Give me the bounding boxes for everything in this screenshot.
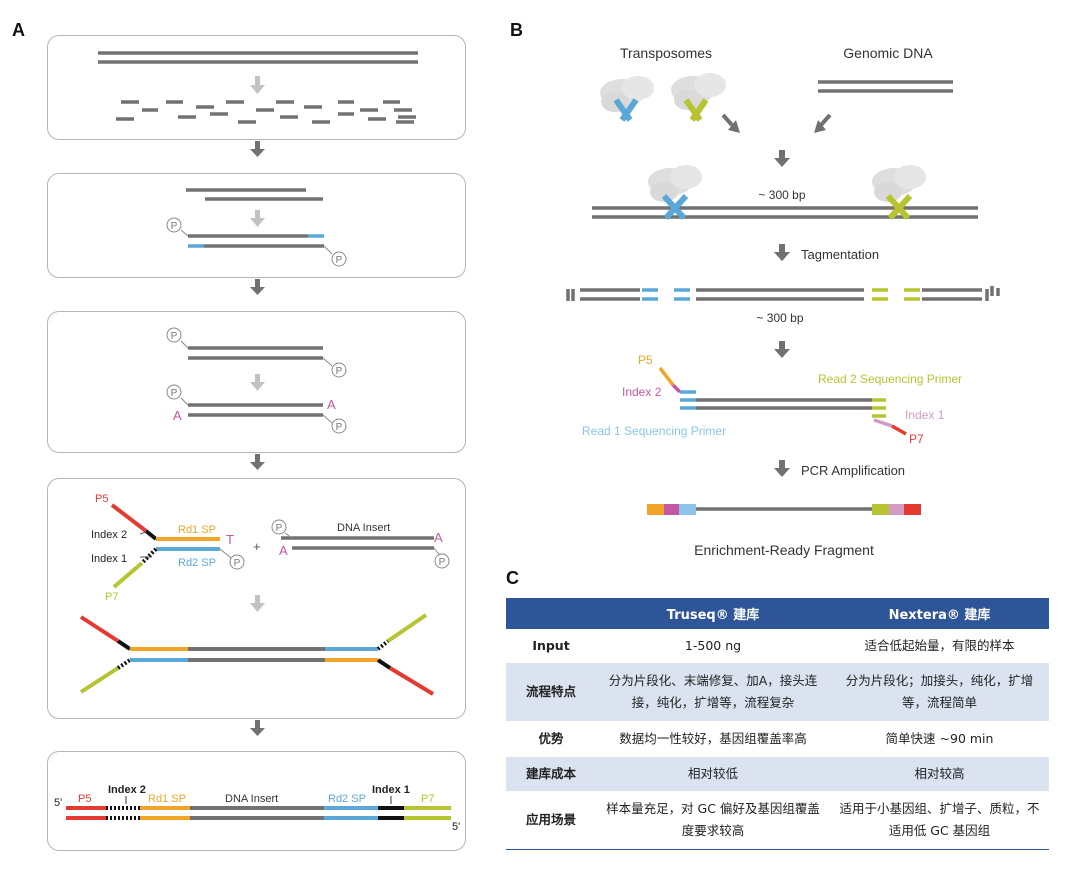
end-repair-diagram: P P — [166, 188, 347, 267]
phosphate-symbol: P — [171, 388, 178, 399]
down-arrow-icon — [774, 460, 790, 477]
row-label: 建库成本 — [506, 757, 596, 791]
a-tail-left: A — [173, 408, 182, 423]
final-p7-label: P7 — [421, 793, 434, 805]
final-p5-label: P5 — [78, 793, 91, 805]
phosphate-symbol: P — [336, 366, 343, 377]
tagmentation-label: Tagmentation — [801, 247, 879, 262]
header-nextera: Nextera® 建库 — [830, 598, 1049, 629]
table-row: 建库成本 相对较低 相对较高 — [506, 757, 1049, 791]
step-adapter-ligation-box: P P5 Index 2 Rd1 SP T Index 1 Rd2 SP P7 … — [47, 478, 466, 719]
step-arrow-2-icon — [250, 279, 266, 301]
b-p7-label: P7 — [909, 432, 924, 446]
comparison-table: Truseq® 建库 Nextera® 建库 Input 1-500 ng 适合… — [506, 598, 1049, 850]
pcr-label: PCR Amplification — [801, 463, 905, 478]
down-arrow-icon — [774, 150, 790, 167]
table-header-row: Truseq® 建库 Nextera® 建库 — [506, 598, 1049, 629]
truseq-cell: 分为片段化、末端修复、加A，接头连接，纯化，扩增等，流程复杂 — [596, 663, 830, 721]
insert-label: DNA Insert — [337, 522, 390, 534]
step-end-repair-box: P P — [47, 173, 466, 278]
header-truseq: Truseq® 建库 — [596, 598, 830, 629]
row-label: Input — [532, 638, 570, 653]
fragmentation-diagram — [98, 51, 418, 124]
transposomes-label: Transposomes — [620, 45, 712, 61]
nextera-cell: 适合低起始量，有限的样本 — [864, 638, 1015, 653]
table-row: 优势 数据均一性较好，基因组覆盖率高 简单快速 ~90 min — [506, 721, 1049, 757]
read1-primer-label: Read 1 Sequencing Primer — [582, 424, 726, 438]
nextera-cell: 相对较高 — [830, 757, 1049, 791]
nextera-cell: 分为片段化；加接头，纯化，扩增等，流程简单 — [830, 663, 1049, 721]
read2-primer-label: Read 2 Sequencing Primer — [818, 372, 962, 386]
phosphate-symbol: P — [336, 255, 343, 266]
nextera-cell: 简单快速 ~90 min — [885, 731, 994, 746]
truseq-cell: 样本量充足，对 GC 偏好及基因组覆盖度要求较高 — [596, 791, 830, 850]
adapter-rd2sp-label: Rd2 SP — [178, 557, 216, 569]
diagonal-arrow-icon — [814, 113, 832, 133]
light-down-arrow-icon — [250, 76, 265, 94]
fragment-label: Enrichment-Ready Fragment — [694, 542, 874, 558]
phosphate-symbol: P — [336, 422, 343, 433]
row-label: 流程特点 — [506, 663, 596, 721]
five-prime-left: 5' — [54, 797, 62, 809]
panel-label-a: A — [12, 20, 25, 40]
truseq-cell: 相对较低 — [596, 757, 830, 791]
nextera-cell: 适用于小基因组、扩增子、质粒，不适用低 GC 基因组 — [830, 791, 1049, 850]
final-rd1sp-label: Rd1 SP — [148, 793, 186, 805]
phosphate-symbol: P — [171, 331, 178, 342]
adapter-ligation-diagram: P P5 Index 2 Rd1 SP T Index 1 Rd2 SP P7 … — [79, 493, 450, 696]
adapter-index1-label: Index 1 — [91, 553, 127, 565]
row-label: 优势 — [538, 731, 564, 746]
step-final-library-box: 5' P5 Index 2 Rd1 SP DNA Insert Rd2 SP I… — [47, 751, 466, 851]
size-label-1: ~ 300 bp — [758, 188, 805, 202]
phosphate-symbol: P — [276, 523, 283, 534]
transposome-blue-icon — [600, 76, 654, 122]
down-arrow-icon — [774, 341, 790, 358]
step-arrow-1-icon — [250, 141, 266, 163]
adapter-p7-label: P7 — [105, 591, 118, 603]
transposome-lime-icon — [671, 73, 726, 122]
adapter-rd1sp-label: Rd1 SP — [178, 524, 216, 536]
table-row: Input 1-500 ng 适合低起始量，有限的样本 — [506, 629, 1049, 663]
insert-a-left: A — [279, 543, 288, 558]
a-tailing-diagram: P P P P A A — [166, 327, 347, 434]
adapter-p5-label: P5 — [95, 493, 108, 505]
step-a-tailing-box: P P P P A A — [47, 311, 466, 453]
final-index2-label: Index 2 — [108, 784, 146, 796]
b-index1-label: Index 1 — [905, 408, 945, 422]
row-label: 应用场景 — [506, 791, 596, 850]
final-insert-label: DNA Insert — [225, 793, 278, 805]
a-tail-right: A — [327, 397, 336, 412]
truseq-cell: 数据均一性较好，基因组覆盖率高 — [619, 731, 807, 746]
adapter-index2-label: Index 2 — [91, 529, 127, 541]
panel-label-b: B — [510, 20, 523, 40]
step-arrow-4-icon — [250, 720, 266, 742]
b-p5-label: P5 — [638, 353, 653, 367]
diagonal-arrow-icon — [721, 113, 740, 133]
phosphate-symbol: P — [234, 558, 241, 569]
phosphate-symbol: P — [439, 557, 446, 568]
genomic-dna-label: Genomic DNA — [843, 45, 933, 61]
bound-transposome-lime-icon — [872, 165, 926, 221]
final-index1-label: Index 1 — [372, 784, 410, 796]
final-library-diagram: 5' P5 Index 2 Rd1 SP DNA Insert Rd2 SP I… — [54, 784, 460, 833]
t-overhang: T — [226, 532, 234, 547]
bound-transposome-blue-icon — [648, 165, 702, 221]
phosphate-symbol: P — [171, 221, 178, 232]
step-arrow-3-icon — [250, 454, 266, 476]
final-rd2sp-label: Rd2 SP — [328, 793, 366, 805]
header-empty — [506, 598, 596, 629]
five-prime-right: 5' — [452, 821, 460, 833]
size-label-2: ~ 300 bp — [756, 311, 803, 325]
table-row: 应用场景 样本量充足，对 GC 偏好及基因组覆盖度要求较高 适用于小基因组、扩增… — [506, 791, 1049, 850]
plus-sign: + — [253, 539, 261, 554]
panel-b-diagram: Transposomes Genomic DNA — [566, 45, 1000, 558]
insert-a-right: A — [434, 530, 443, 545]
step-fragmentation-box — [47, 35, 466, 140]
truseq-cell: 1-500 ng — [684, 638, 742, 653]
b-index2-label: Index 2 — [622, 385, 662, 399]
table-row: 流程特点 分为片段化、末端修复、加A，接头连接，纯化，扩增等，流程复杂 分为片段… — [506, 663, 1049, 721]
panel-label-c: C — [506, 568, 519, 588]
